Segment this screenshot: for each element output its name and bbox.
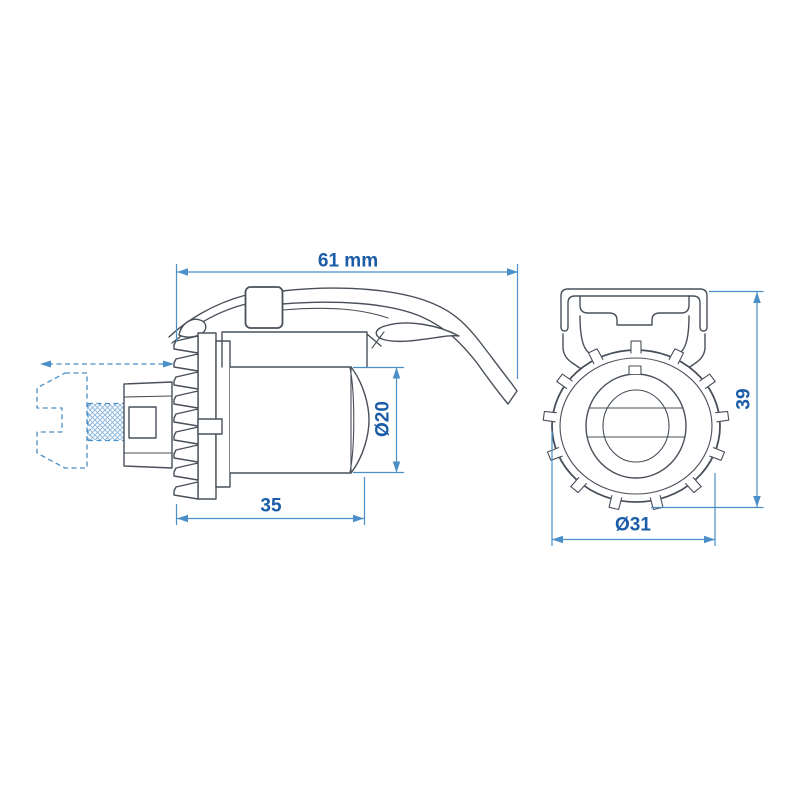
dim-extension-lines: [551, 431, 716, 546]
bezel-rib: [173, 408, 199, 427]
ring-inner: [559, 357, 713, 495]
clip-spring-loop: [375, 322, 460, 343]
contact-bar: [586, 407, 686, 438]
bracket-body-outline: [579, 295, 690, 326]
arrowhead-top: [753, 292, 761, 303]
front-view: [542, 288, 730, 511]
barrel-end-seam: [349, 366, 355, 474]
bezel-rib: [173, 335, 199, 354]
arrowhead-right: [353, 514, 364, 523]
dim-label-overall-length: 61 mm: [318, 251, 378, 272]
phantom-plug: [36, 372, 130, 469]
dim-inner-diameter: Ø20: [353, 366, 404, 474]
socket-barrel: [229, 366, 370, 474]
mounting-collar: [123, 381, 173, 469]
center-contact-circle: [602, 389, 670, 463]
dim-label-body-length: 35: [260, 496, 282, 517]
bezel-rib: [173, 371, 199, 390]
bezel-rib: [173, 426, 199, 445]
end-cap-dome: [350, 366, 370, 474]
bracket-inner: [567, 295, 701, 328]
ring-tooth: [570, 476, 587, 494]
plug-thread-outline: [87, 402, 130, 442]
dim-plug-travel-arrow: [40, 360, 174, 368]
ring-tooth: [587, 348, 604, 365]
bezel-rib: [173, 462, 199, 481]
retaining-bracket: [560, 288, 708, 372]
bezel-rib: [173, 481, 199, 500]
ring-tooth: [699, 373, 716, 389]
clip-strap-left-lower: [171, 303, 247, 344]
ring-tooth: [709, 447, 726, 461]
clip-strap-left-upper: [168, 294, 247, 338]
arrowhead-right: [704, 535, 715, 544]
dim-label-inner-diameter: Ø20: [373, 401, 394, 437]
dim-body-length: 35: [175, 477, 366, 525]
body-top-edge: [221, 331, 382, 368]
ring-teeth: [542, 340, 730, 511]
arrowhead-right: [163, 360, 174, 368]
dimensions: 61 mm Ø20 35: [40, 251, 764, 546]
clip-retainer-block: [244, 286, 284, 329]
collar-facet-lines: [123, 395, 173, 454]
arrowhead-bottom: [392, 461, 401, 473]
arrowhead-left: [40, 360, 51, 368]
dim-overall-height: 39: [651, 290, 764, 509]
ring-tooth: [649, 495, 664, 511]
dim-extension-lines: [175, 264, 519, 379]
bezel-rib: [173, 444, 199, 463]
bezel-plate: [197, 332, 217, 500]
side-view: [36, 286, 518, 500]
dim-extension-lines: [353, 366, 404, 474]
flange-plate: [215, 340, 231, 488]
dim-extension-lines: [651, 290, 764, 509]
ring-tooth: [608, 495, 623, 511]
arrowhead-bottom: [753, 496, 761, 507]
ring-tooth: [630, 340, 642, 354]
plug-thread-hatch: [89, 404, 130, 440]
dim-front-diameter: Ø31: [551, 431, 716, 546]
ring-tooth: [715, 410, 730, 423]
arrowhead-left: [177, 514, 188, 523]
arrowhead-top: [392, 367, 401, 379]
arrowhead-left: [177, 268, 188, 276]
barrel-edges: [229, 366, 352, 474]
face-key-notch: [628, 365, 642, 375]
ring-tooth: [668, 348, 685, 365]
clip-band: [281, 287, 518, 405]
arrowhead-right: [507, 268, 518, 276]
bracket-hook-feet: [560, 326, 708, 332]
ring-tooth: [685, 476, 702, 494]
ring-tooth: [556, 373, 573, 389]
bracket-outer: [560, 288, 708, 328]
dim-label-front-diameter: Ø31: [615, 515, 651, 536]
dim-label-overall-height: 39: [734, 388, 755, 409]
barrel-face: [230, 367, 351, 473]
collar-outline: [123, 381, 173, 469]
dim-extension-lines: [175, 477, 366, 525]
ribbed-bezel: [173, 332, 231, 500]
bezel-key-tab: [197, 418, 223, 435]
clip-spring-stub: [371, 331, 385, 349]
ring-tooth: [546, 447, 563, 461]
dim-overall-length: 61 mm: [175, 251, 519, 379]
bezel-rib: [173, 353, 199, 372]
thread-stud: [128, 406, 157, 439]
plug-knob-outline: [36, 372, 88, 469]
arrowhead-left: [552, 535, 563, 544]
body-shoulder-left: [562, 315, 596, 372]
ring-tooth: [542, 410, 557, 423]
bezel-rib: [173, 390, 199, 409]
clip-band-inner-line: [281, 307, 389, 319]
